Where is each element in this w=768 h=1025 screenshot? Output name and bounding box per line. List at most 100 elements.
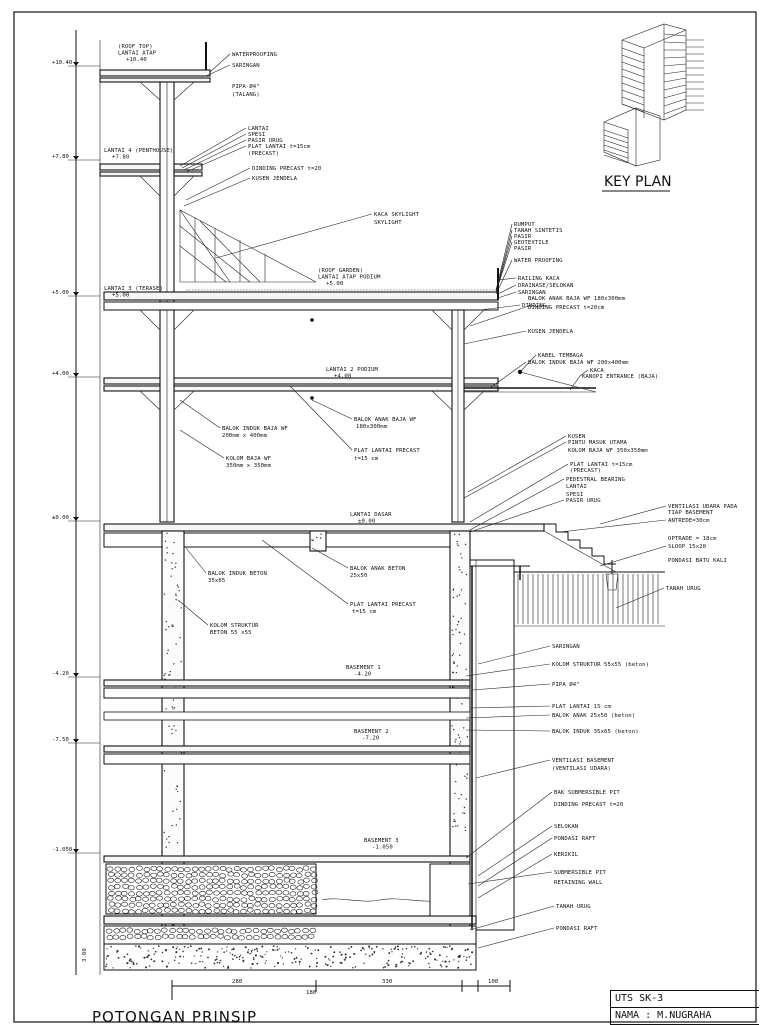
annotation-label: LANTAI	[566, 484, 587, 490]
annotation-label: PLAT LANTAI t=15cm	[248, 144, 311, 150]
dim-4: 100	[488, 979, 498, 985]
annotation-label: BALOK ANAK BAJA WF	[354, 417, 417, 423]
annotation-label: PEDESTRAL BEARING	[566, 477, 625, 483]
annotation-label: PLAT LANTAI PRECAST	[350, 602, 416, 608]
annotation-label: PONDASI BATU KALI	[668, 558, 727, 564]
ground-structure	[103, 523, 665, 627]
annotation-label: GEOTEXTILE	[514, 240, 549, 246]
annotation-label: PASIR	[514, 234, 532, 240]
annotation-label: SUBMERSIBLE PIT	[554, 870, 607, 876]
annotation-label: SPESI	[248, 132, 265, 138]
floor-tag: +4.00	[334, 374, 351, 380]
annotation-label: (PRECAST)	[248, 151, 279, 157]
level-mark: +5.00	[52, 290, 69, 296]
annotation-label: LANTAI	[248, 126, 269, 132]
floor-tag: BASEMENT 1	[346, 665, 381, 671]
annotation-label: KACA	[590, 368, 604, 374]
annotation-label: PONDASI RAFT	[554, 836, 596, 842]
annotation-label: PLAT LANTAI 15 cm	[552, 704, 611, 710]
dim-3: 330	[382, 979, 392, 985]
annotation-label: BALOK ANAK BAJA WF 180x300mm	[528, 296, 626, 302]
author-name: : M.NUGRAHA	[645, 1010, 712, 1021]
annotation-label: RETAINING WALL	[554, 880, 603, 886]
level-mark: ±0.00	[52, 515, 69, 521]
annotation-label: 200mm x 400mm	[222, 433, 268, 439]
annotation-label: KANOPI ENTRANCE (BAJA)	[582, 374, 658, 380]
annotation-label: RAILING KACA	[518, 276, 560, 282]
annotation-label: KOLOM STRUKTUR	[210, 623, 259, 629]
level-mark: -1.050	[52, 847, 72, 853]
annotation-label: KABEL TEMBAGA	[538, 353, 584, 359]
floor-tag: LANTAI ATAP	[118, 51, 157, 57]
annotation-label: SARINGAN	[552, 644, 580, 650]
side-dim: 3.00	[82, 948, 88, 962]
annotation-label: KOLOM STRUKTUR 55x55 (beton)	[552, 662, 649, 668]
level-mark: +7.80	[52, 154, 69, 160]
floor-tag: +5.00	[326, 281, 343, 287]
level-mark: +10.40	[52, 60, 72, 66]
floor-tag: (ROOF TOP)	[118, 44, 153, 50]
floor-tag: LANTAI ATAP PODIUM	[318, 275, 381, 281]
annotation-label: BALOK ANAK 25x50 (beton)	[552, 713, 635, 719]
annotation-label: KUSEN JENDELA	[252, 176, 298, 182]
key-plan: KEY PLAN	[602, 23, 704, 192]
annotation-label: PASIR URUG	[566, 498, 601, 504]
floor-tag: -1.050	[372, 845, 393, 851]
floor-tag: +5.00	[112, 293, 129, 299]
title-block: UTS SK-3 NAMA : M.NUGRAHA	[610, 990, 759, 1025]
key-plan-label: KEY PLAN	[604, 174, 672, 190]
annotation-label: PLAT LANTAI PRECAST	[354, 448, 420, 454]
annotation-label: (TALANG)	[232, 92, 260, 98]
level-mark: -7.50	[52, 737, 69, 743]
annotation-label: PASIR URUG	[248, 138, 283, 144]
annotation-label: SARINGAN	[232, 63, 260, 69]
floor-tag: LANTAI 4 (PENTHOUSE)	[104, 148, 173, 154]
annotation-label: PONDASI RAFT	[556, 926, 598, 932]
annotation-label: 180x300mm	[356, 424, 388, 430]
floor-tag: LANTAI 3 (TERASE)	[104, 286, 163, 292]
annotation-label: DINDING PRECAST t=20	[554, 802, 623, 808]
level-mark: +4.00	[52, 371, 69, 377]
annotation-label: (PRECAST)	[570, 468, 601, 474]
author-row: NAMA : M.NUGRAHA	[611, 1008, 759, 1025]
floor-tag: LANTAI 2 PODIUM	[326, 367, 379, 373]
floor-tag: ±0.00	[358, 519, 375, 525]
dimension-chain: 280 180 330 100 3.00	[82, 948, 511, 1000]
annotation-label: SKYLIGHT	[374, 220, 402, 226]
annotation-label: BALOK ANAK BETON	[350, 566, 405, 572]
annotation-label: BALOK INDUK BETON	[208, 571, 267, 577]
annotation-label: TIAP BASEMENT	[668, 510, 714, 516]
basement-structure	[103, 530, 530, 971]
author-label: NAMA	[615, 1010, 640, 1021]
annotation-label: PLAT LANTAI t=15cm	[570, 462, 633, 468]
annotation-label: DINDING PRECAST t=20	[252, 166, 321, 172]
annotation-label: WATER PROOFING	[514, 258, 563, 264]
annotation-label: ANTREDE=30cm	[668, 518, 710, 524]
floor-tag: +7.80	[112, 155, 129, 161]
annotation-label: DINDING PRECAST t=20cm	[528, 305, 605, 311]
floor-tag: LANTAI DASAR	[350, 512, 392, 518]
annotation-label: KUSEN	[568, 434, 585, 440]
floor-tag: +10.40	[126, 57, 147, 63]
floor-tag: BASEMENT 3	[364, 838, 399, 844]
annotation-label: VENTILASI UDARA PADA	[668, 504, 738, 510]
annotation-label: KERIKIL	[554, 852, 579, 858]
annotation-label: SPESI	[566, 492, 583, 498]
annotation-label: TANAH SINTETIS	[514, 228, 563, 234]
dim-1: 280	[232, 979, 242, 985]
annotation-label: TANAH URUG	[556, 904, 591, 910]
annotation-label: BAK SUBMERSIBLE PIT	[554, 790, 620, 796]
annotation-label: TANAH URUG	[666, 586, 701, 592]
annotation-label: VENTILASI BASEMENT	[552, 758, 615, 764]
annotation-label: KACA SKYLIGHT	[374, 212, 420, 218]
drawing-title: POTONGAN PRINSIP	[92, 1008, 257, 1024]
sheet-number: UTS SK-3	[611, 991, 759, 1008]
annotation-label: KOLOM BAJA WF	[226, 456, 272, 462]
annotation-label: 35x65	[208, 578, 225, 584]
level-mark: -4.20	[52, 671, 69, 677]
annotation-label: PASIR	[514, 246, 532, 252]
annotation-label: t=15 cm	[352, 609, 377, 615]
annotation-label: 350mm x 350mm	[226, 463, 272, 469]
floor-tag: BASEMENT 2	[354, 729, 389, 735]
